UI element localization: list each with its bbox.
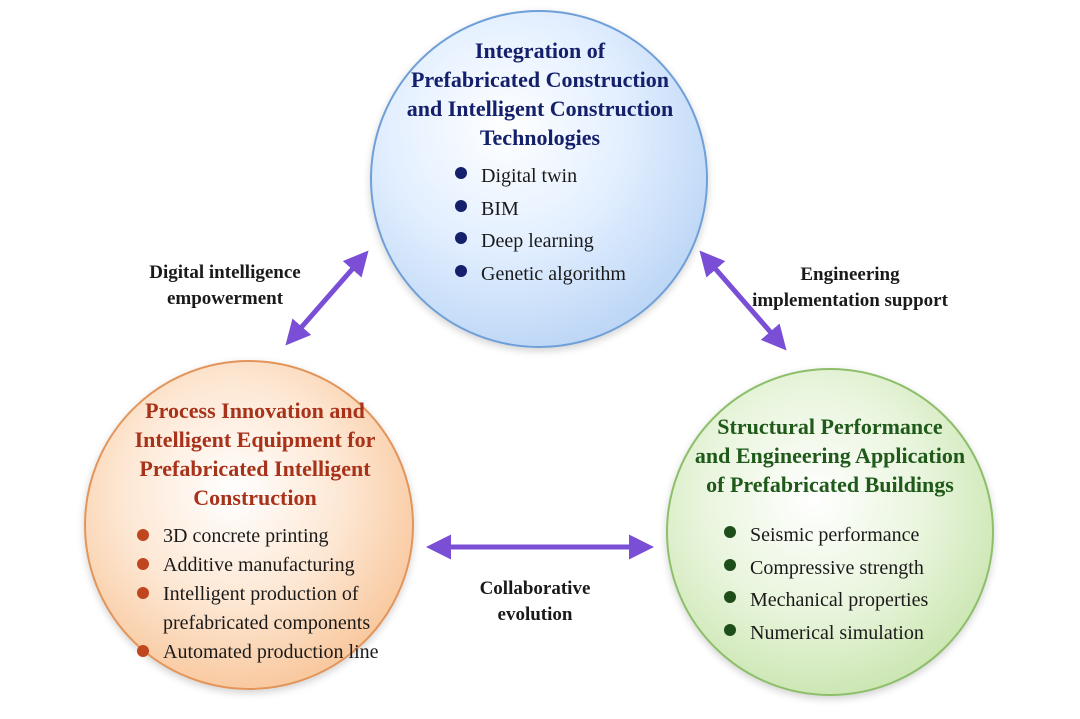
circle-integration: [370, 10, 708, 348]
bullet-icon: [455, 232, 467, 244]
list-item: Intelligent production of prefabricated …: [137, 580, 397, 638]
list-item-label: Numerical simulation: [750, 621, 924, 644]
bullet-icon: [137, 529, 149, 541]
list-item-label: Deep learning: [481, 230, 594, 252]
bullet-icon: [455, 167, 467, 179]
list-item: Genetic algorithm: [455, 258, 626, 291]
circle-structural-performance: [666, 368, 994, 696]
list-item-label: Intelligent production of prefabricated …: [163, 583, 371, 634]
list-item: Deep learning: [455, 225, 626, 258]
list-item-label: Mechanical properties: [750, 589, 929, 611]
bullet-icon: [455, 264, 467, 277]
list-item-label: Seismic performance: [750, 524, 920, 546]
bullet-icon: [137, 587, 149, 599]
list-item-label: Compressive strength: [750, 556, 924, 579]
process-innovation-list: 3D concrete printing Additive manufactur…: [137, 522, 397, 667]
arrow-top-right: [699, 250, 787, 351]
circle-process-innovation: [84, 360, 414, 690]
list-item-label: Digital twin: [481, 165, 578, 187]
list-item: Mechanical properties: [724, 584, 928, 617]
list-item-label: BIM: [481, 197, 519, 220]
list-item-label: Genetic algorithm: [481, 262, 626, 285]
bullet-icon: [724, 623, 736, 636]
list-item-label: Automated production line: [163, 641, 379, 663]
bullet-icon: [724, 526, 736, 538]
structural-performance-list: Seismic performance Compressive strength…: [724, 519, 928, 649]
bullet-icon: [137, 558, 149, 570]
list-item: BIM: [455, 193, 626, 226]
list-item: Additive manufacturing: [137, 551, 397, 580]
bullet-icon: [137, 645, 149, 657]
bullet-icon: [724, 591, 736, 603]
list-item: Compressive strength: [724, 552, 928, 585]
list-item: Numerical simulation: [724, 617, 928, 650]
integration-list: Digital twin BIM Deep learning Genetic a…: [455, 160, 626, 290]
list-item: Digital twin: [455, 160, 626, 193]
arrow-left-top: [285, 250, 369, 346]
list-item-label: 3D concrete printing: [163, 525, 329, 547]
bullet-icon: [724, 558, 736, 571]
list-item: Seismic performance: [724, 519, 928, 552]
list-item: 3D concrete printing: [137, 522, 397, 551]
list-item: Automated production line: [137, 638, 397, 667]
bullet-icon: [455, 199, 467, 212]
list-item-label: Additive manufacturing: [163, 554, 355, 576]
